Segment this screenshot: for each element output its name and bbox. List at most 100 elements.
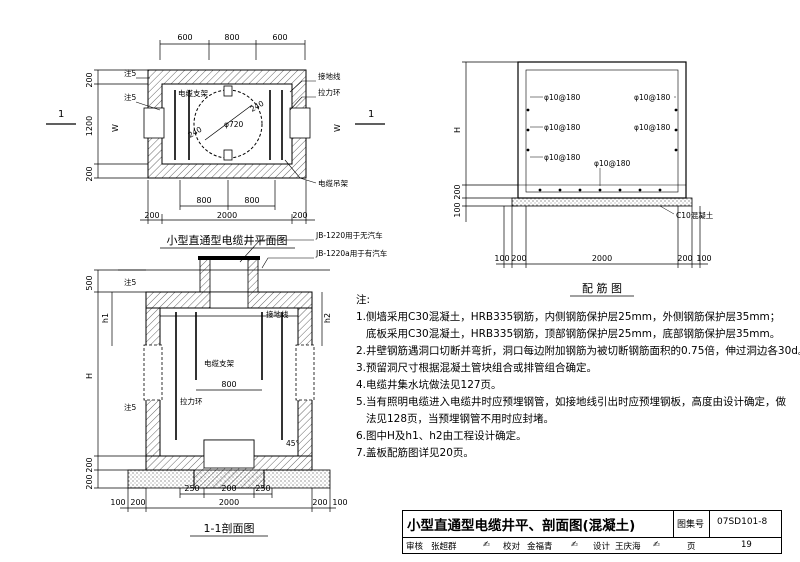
rebar-label-2: φ10@180 [544,123,581,132]
plan-view-title: 小型直通型电缆井平面图 [167,233,288,247]
plan-edge-dim-left: 200 [144,211,159,220]
section-small-dim-3: 250 [255,484,270,493]
plan-left-dimension [94,69,148,179]
plan-bottom-dim-1: 800 [196,196,211,205]
plan-view: 600 800 600 φ720 240 240 注5 注5 电缆支架 接地线 … [46,33,385,249]
section-base-concrete [127,469,331,489]
plan-w-left: W [111,124,120,132]
rebar-left-dimension [462,61,518,222]
section-bottom-dim-1: 100 [110,498,125,507]
checker-signature: ✍ [571,540,579,550]
rebar-total-dim: 2000 [592,254,612,263]
designer-name: 王庆海 [615,542,641,552]
rebar-bottom-dim-1: 100 [494,254,509,263]
rebar-bottom-dim-3: 200 [677,254,692,263]
plan-note5-side: 注5 [124,92,136,102]
section-bottom-dim-4: 100 [332,498,347,507]
section-total-dim: 2000 [219,498,239,507]
section-small-dim-1: 250 [184,484,199,493]
notes-heading: 注: [356,294,371,306]
plan-top-dim-3: 600 [272,33,287,42]
section-cable-bracket-label: 电缆支架 [204,358,234,368]
rebar-left-dim-1: H [453,127,462,133]
rebar-concrete-label: C10混凝土 [676,210,714,220]
atlas-label: 图集号 [677,520,705,530]
note-7: 7.盖板配筋图详见20页。 [356,447,474,459]
note-1: 1.侧墙采用C30混凝土，HRB335钢筋，内侧钢筋保护层25mm，外侧钢筋保护… [356,311,781,323]
plan-pull-ring-label: 拉力环 [318,87,341,97]
plan-top-dimension [159,40,306,60]
plan-w-right: W [333,124,342,132]
rebar-view-title: 配 筋 图 [582,281,622,295]
reviewer-signature: ✍ [483,540,491,550]
section-left-dim-2: H [85,373,94,379]
notes-block: 注: 1.侧墙采用C30混凝土，HRB335钢筋，内侧钢筋保护层25mm，外侧钢… [356,292,800,462]
section-ground-wire-label: 接地线 [266,309,289,319]
section-left-dim-4: 200 [85,474,94,489]
section-bottom-dim-2: 200 [130,498,145,507]
rebar-base-concrete [511,197,693,207]
section-inner-dim: 800 [221,380,236,389]
section-h1: h1 [101,313,110,323]
plan-left-dim-3: 200 [85,166,94,181]
section-h2: h2 [323,313,332,323]
drawing-title: 小型直通型电缆井平、剖面图(混凝土) [407,518,636,534]
note-4: 4.电缆井集水坑做法见127页。 [356,379,502,391]
plan-section-mark-left: 1 [58,109,64,120]
rebar-bottom-dimension [496,206,708,268]
rebar-label-6: φ10@180 [594,159,631,168]
section-left-dimension [94,269,323,489]
section-view-title: 1-1剖面图 [204,521,255,535]
rebar-left-dim-2: 200 [453,184,462,199]
plan-ground-wire-label: 接地线 [318,71,341,81]
section-small-dim-2: 200 [221,484,236,493]
section-note5-b: 注5 [124,402,136,412]
plan-diameter-label: φ720 [224,120,243,129]
section-angle-label: 45° [286,439,300,448]
checker-name: 金福青 [527,542,553,552]
section-left-dim-1: 500 [85,275,94,290]
rebar-bottom-dim-4: 100 [696,254,711,263]
section-view: JB-1220用于无汽车 JB-1220a用于有汽车 [85,230,388,537]
plan-edge-dim-right: 200 [292,211,307,220]
rebar-view: φ10@180 φ10@180 φ10@180 φ10@180 φ10@180 … [453,61,714,297]
section-note5-a: 注5 [124,277,136,287]
section-cable-brackets [175,312,283,440]
plan-note5-top: 注5 [124,68,136,78]
design-label: 设计 [593,542,611,552]
rebar-left-dim-3: 100 [453,202,462,217]
review-label: 审核 [406,542,424,552]
plan-section-mark-right: 1 [368,109,374,120]
section-pull-ring-label: 拉力环 [180,396,203,406]
check-label: 校对 [503,542,521,552]
title-block: 小型直通型电缆井平、剖面图(混凝土) 图集号 07SD101-8 审核 张超群 … [402,510,782,554]
reviewer-name: 张超群 [431,542,457,552]
designer-signature: ✍ [653,540,661,550]
sump-pit [203,439,255,469]
rebar-label-1: φ10@180 [544,93,581,102]
plan-cable-hanger-label: 电缆吊架 [318,178,348,188]
note-3: 3.预留洞尺寸根据混凝土管块组合或排管组合确定。 [356,362,598,374]
note-6: 6.图中H及h1、h2由工程设计确定。 [356,430,527,442]
plan-cable-brackets [174,90,283,160]
note-1-cont: 底板采用C30混凝土，HRB335钢筋，顶部钢筋保护层25mm，底部钢筋保护层3… [366,328,781,340]
page-number: 19 [741,540,752,550]
note-2: 2.井壁钢筋遇洞口切断并弯折，洞口每边附加钢筋为被切断钢筋面积的0.75倍，伸过… [356,345,800,357]
plan-left-dim-2: 1200 [85,116,94,136]
rebar-bottom-dim-2: 200 [511,254,526,263]
plan-left-opening [143,107,165,139]
cover-label-b: JB-1220a用于有汽车 [315,248,388,258]
plan-manhole-circle [193,89,263,159]
plan-top-dim-1: 600 [177,33,192,42]
rebar-label-3: φ10@180 [544,153,581,162]
plan-bottom-dimension [140,180,315,224]
section-bottom-dimension [120,488,336,512]
plan-right-opening [289,107,311,139]
section-bottom-dim-3: 200 [312,498,327,507]
plan-total-dim: 2000 [217,211,237,220]
atlas-number: 07SD101-8 [717,517,768,527]
plan-top-dim-2: 800 [224,33,239,42]
cover-label-a: JB-1220用于无汽车 [315,230,383,240]
